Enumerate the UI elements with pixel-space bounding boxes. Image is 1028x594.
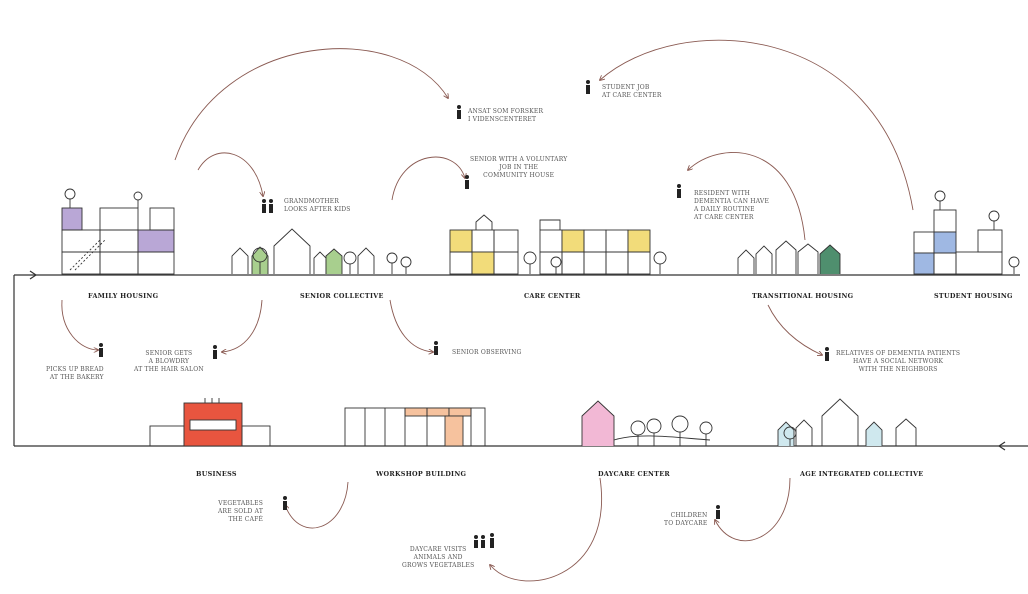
arrow-resident-dementia [688,152,806,241]
arrow-grandmother [197,152,263,196]
person-figures [99,80,829,548]
label-business: BUSINESS [196,470,237,478]
care-center-building [449,214,667,275]
arrow-children [715,477,791,542]
arrow-family-to-knowledge [174,48,448,161]
student-housing-building [913,190,1020,275]
daycare-center-building [581,400,713,446]
family-housing-building [61,188,175,275]
transitional-housing-building [737,240,841,274]
label-transitional-housing: TRANSITIONAL HOUSING [752,292,854,300]
note-senior-observing: SENIOR OBSERVING [452,349,522,356]
label-care-center: CARE CENTER [524,292,581,300]
label-senior-collective: SENIOR COLLECTIVE [300,292,384,300]
arrow-blowdry [222,299,263,352]
arrow-senior-voluntary [391,156,465,201]
workshop-building [344,407,486,447]
label-daycare-center: DAYCARE CENTER [598,470,671,478]
label-family-housing: FAMILY HOUSING [88,292,159,300]
age-integrated-collective-building [777,398,917,446]
label-age-integrated-collective: AGE INTEGRATED COLLECTIVE [800,470,924,478]
flow-arrows [61,39,914,582]
arrow-vegetables [285,481,349,529]
label-student-housing: STUDENT HOUSING [934,292,1013,300]
arrow-relatives [767,304,822,355]
arrow-daycare-visits [490,477,603,582]
business-building [149,398,271,447]
arrow-observing [389,299,433,352]
senior-collective-building [231,228,412,274]
arrow-bread [61,299,98,350]
label-workshop-building: WORKSHOP BUILDING [376,470,467,478]
arrow-student-to-care [600,39,914,211]
